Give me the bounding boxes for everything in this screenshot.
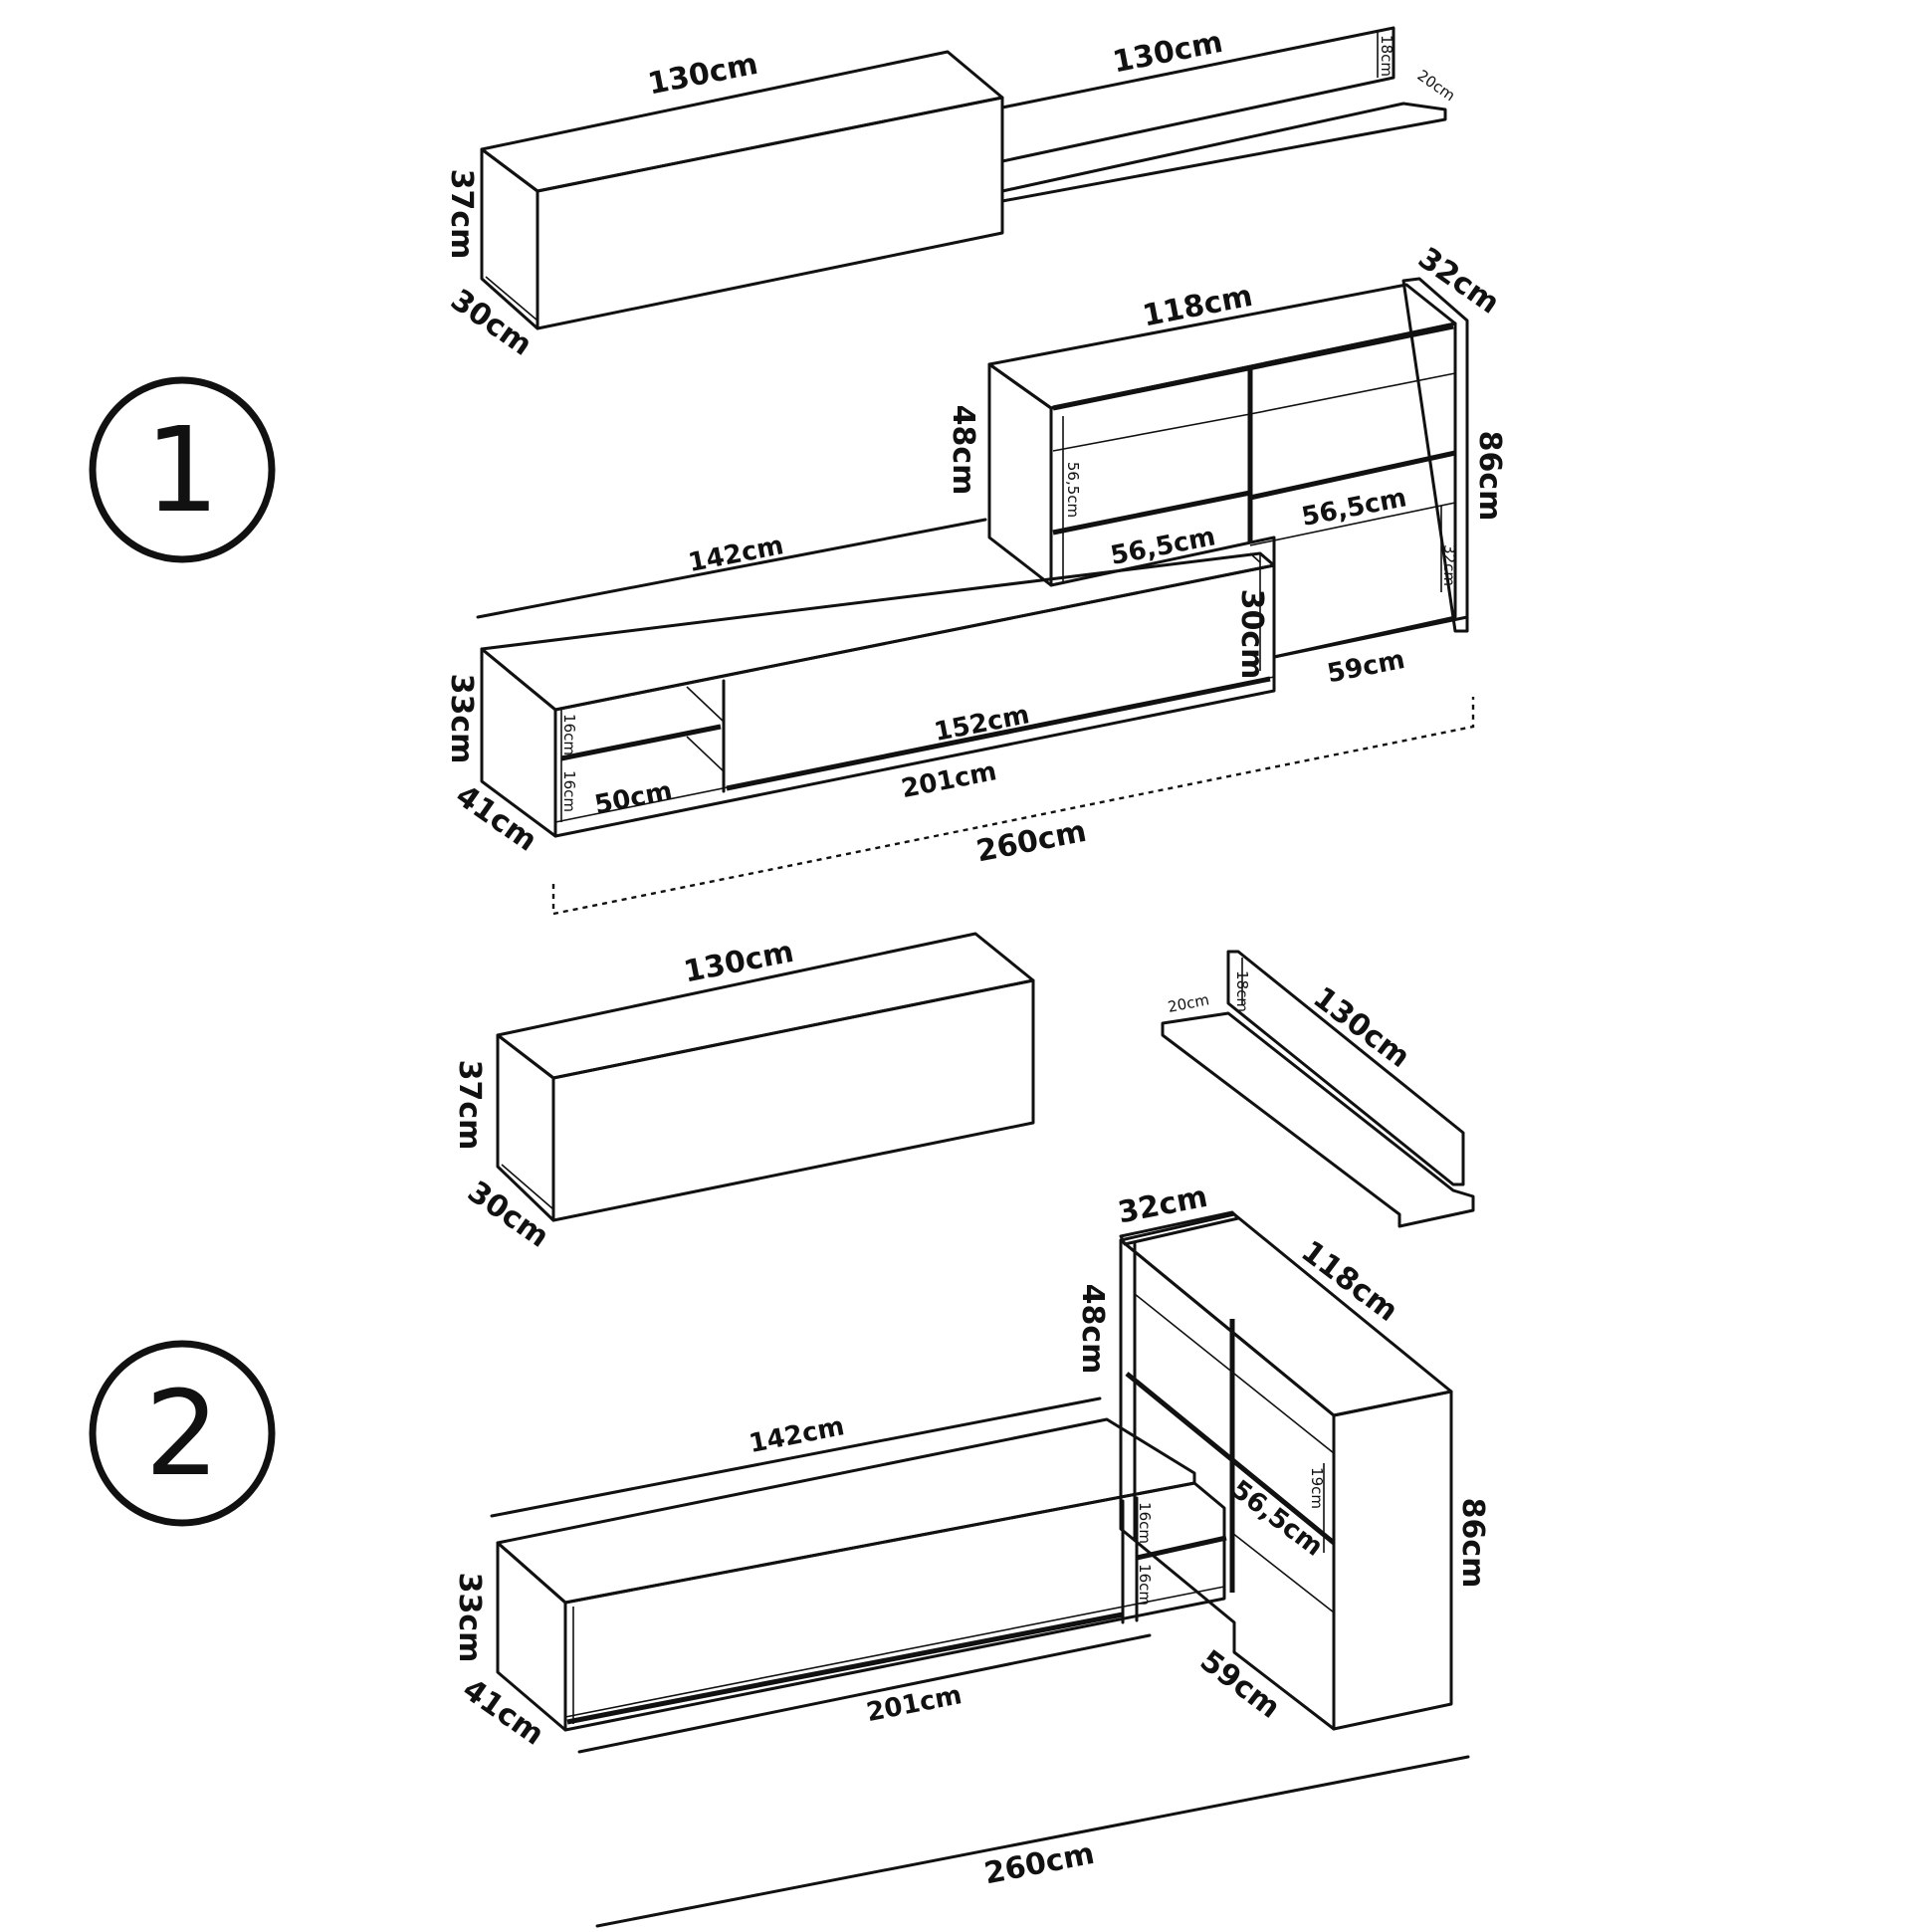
option-2-badge: 2: [89, 1340, 276, 1527]
shelf-2-width-label: 130cm: [1307, 980, 1416, 1075]
tv-unit-1-top-width-label: 142cm: [686, 531, 786, 578]
tv-unit-2-niche-bottom-label: 16cm: [1136, 1564, 1154, 1606]
shelf-1-depth-label: 20cm: [1414, 67, 1459, 106]
option-2-number: 2: [144, 1365, 219, 1502]
sideboard-2: [1119, 1210, 1453, 1731]
tv-unit-1-front-height-label: 30cm: [1234, 589, 1269, 680]
shelf-1-width-label: 130cm: [1110, 25, 1225, 81]
total-width-2-label: 260cm: [981, 1836, 1097, 1892]
sideboard-1-height-label: 86cm: [1472, 431, 1507, 522]
tv-unit-2-height-label: 33cm: [452, 1573, 487, 1663]
tv-unit-1-drawer-width-label: 152cm: [932, 700, 1032, 748]
wall-cabinet-2-width-label: 130cm: [681, 935, 796, 990]
option-1-number: 1: [144, 401, 219, 538]
tv-unit-1: [476, 518, 1276, 838]
shelf-1-height-label: 18cm: [1378, 35, 1395, 77]
sideboard-2-top-height-label: 48cm: [1075, 1284, 1110, 1375]
tv-unit-2: [490, 1396, 1227, 1732]
option-1-group: 1 130cm 37cm 30cm 130cm 18cm 20cm: [89, 25, 1507, 916]
wall-cabinet-1: [480, 50, 1004, 330]
sideboard-1: [987, 277, 1469, 659]
floating-shelf-2: [1161, 950, 1475, 1228]
sideboard-2-width-label: 118cm: [1295, 1234, 1404, 1329]
tv-unit-2-width-label: 201cm: [864, 1680, 965, 1728]
sideboard-1-base-width-label: 59cm: [1325, 645, 1407, 689]
tv-unit-1-height-label: 33cm: [444, 674, 479, 764]
tv-unit-2-niche-top-label: 16cm: [1136, 1502, 1154, 1544]
sideboard-1-depth-label: 32cm: [1411, 241, 1505, 322]
tv-unit-2-depth-label: 41cm: [456, 1672, 549, 1753]
wall-cabinet-2-depth-label: 30cm: [461, 1175, 554, 1255]
sideboard-1-door-width-right-label: 56,5cm: [1299, 483, 1408, 533]
total-width-1-label: 260cm: [973, 814, 1089, 870]
shelf-2-height-label: 18cm: [1233, 970, 1251, 1012]
tv-unit-1-niche-top-label: 16cm: [560, 714, 578, 755]
shelf-2-depth-label: 20cm: [1167, 990, 1211, 1016]
tv-unit-1-niche-bottom-label: 16cm: [560, 770, 578, 812]
option-1-badge: 1: [89, 376, 276, 563]
tv-unit-2-width-dimension: [577, 1633, 1152, 1754]
sideboard-1-door-height-label: 56,5cm: [1064, 462, 1082, 518]
sideboard-1-bottom-section-label: 32cm: [1440, 544, 1458, 586]
sideboard-2-door-height-label: 19cm: [1308, 1467, 1326, 1509]
wall-cabinet-1-height-label: 37cm: [444, 169, 479, 260]
total-width-1-dimension: [551, 697, 1475, 916]
floating-shelf-1: [1000, 26, 1447, 203]
sideboard-2-height-label: 86cm: [1455, 1498, 1490, 1589]
tv-unit-2-top-width-label: 142cm: [747, 1411, 847, 1459]
wall-cabinet-2-height-label: 37cm: [452, 1060, 487, 1151]
option-2-group: 2 130cm 37cm 30cm 130cm 18cm 20cm: [89, 932, 1490, 1928]
total-width-2-dimension: [595, 1755, 1470, 1928]
sideboard-1-top-height-label: 48cm: [946, 405, 980, 496]
wall-cabinet-1-depth-label: 30cm: [444, 283, 537, 363]
wall-cabinet-2: [496, 932, 1035, 1222]
